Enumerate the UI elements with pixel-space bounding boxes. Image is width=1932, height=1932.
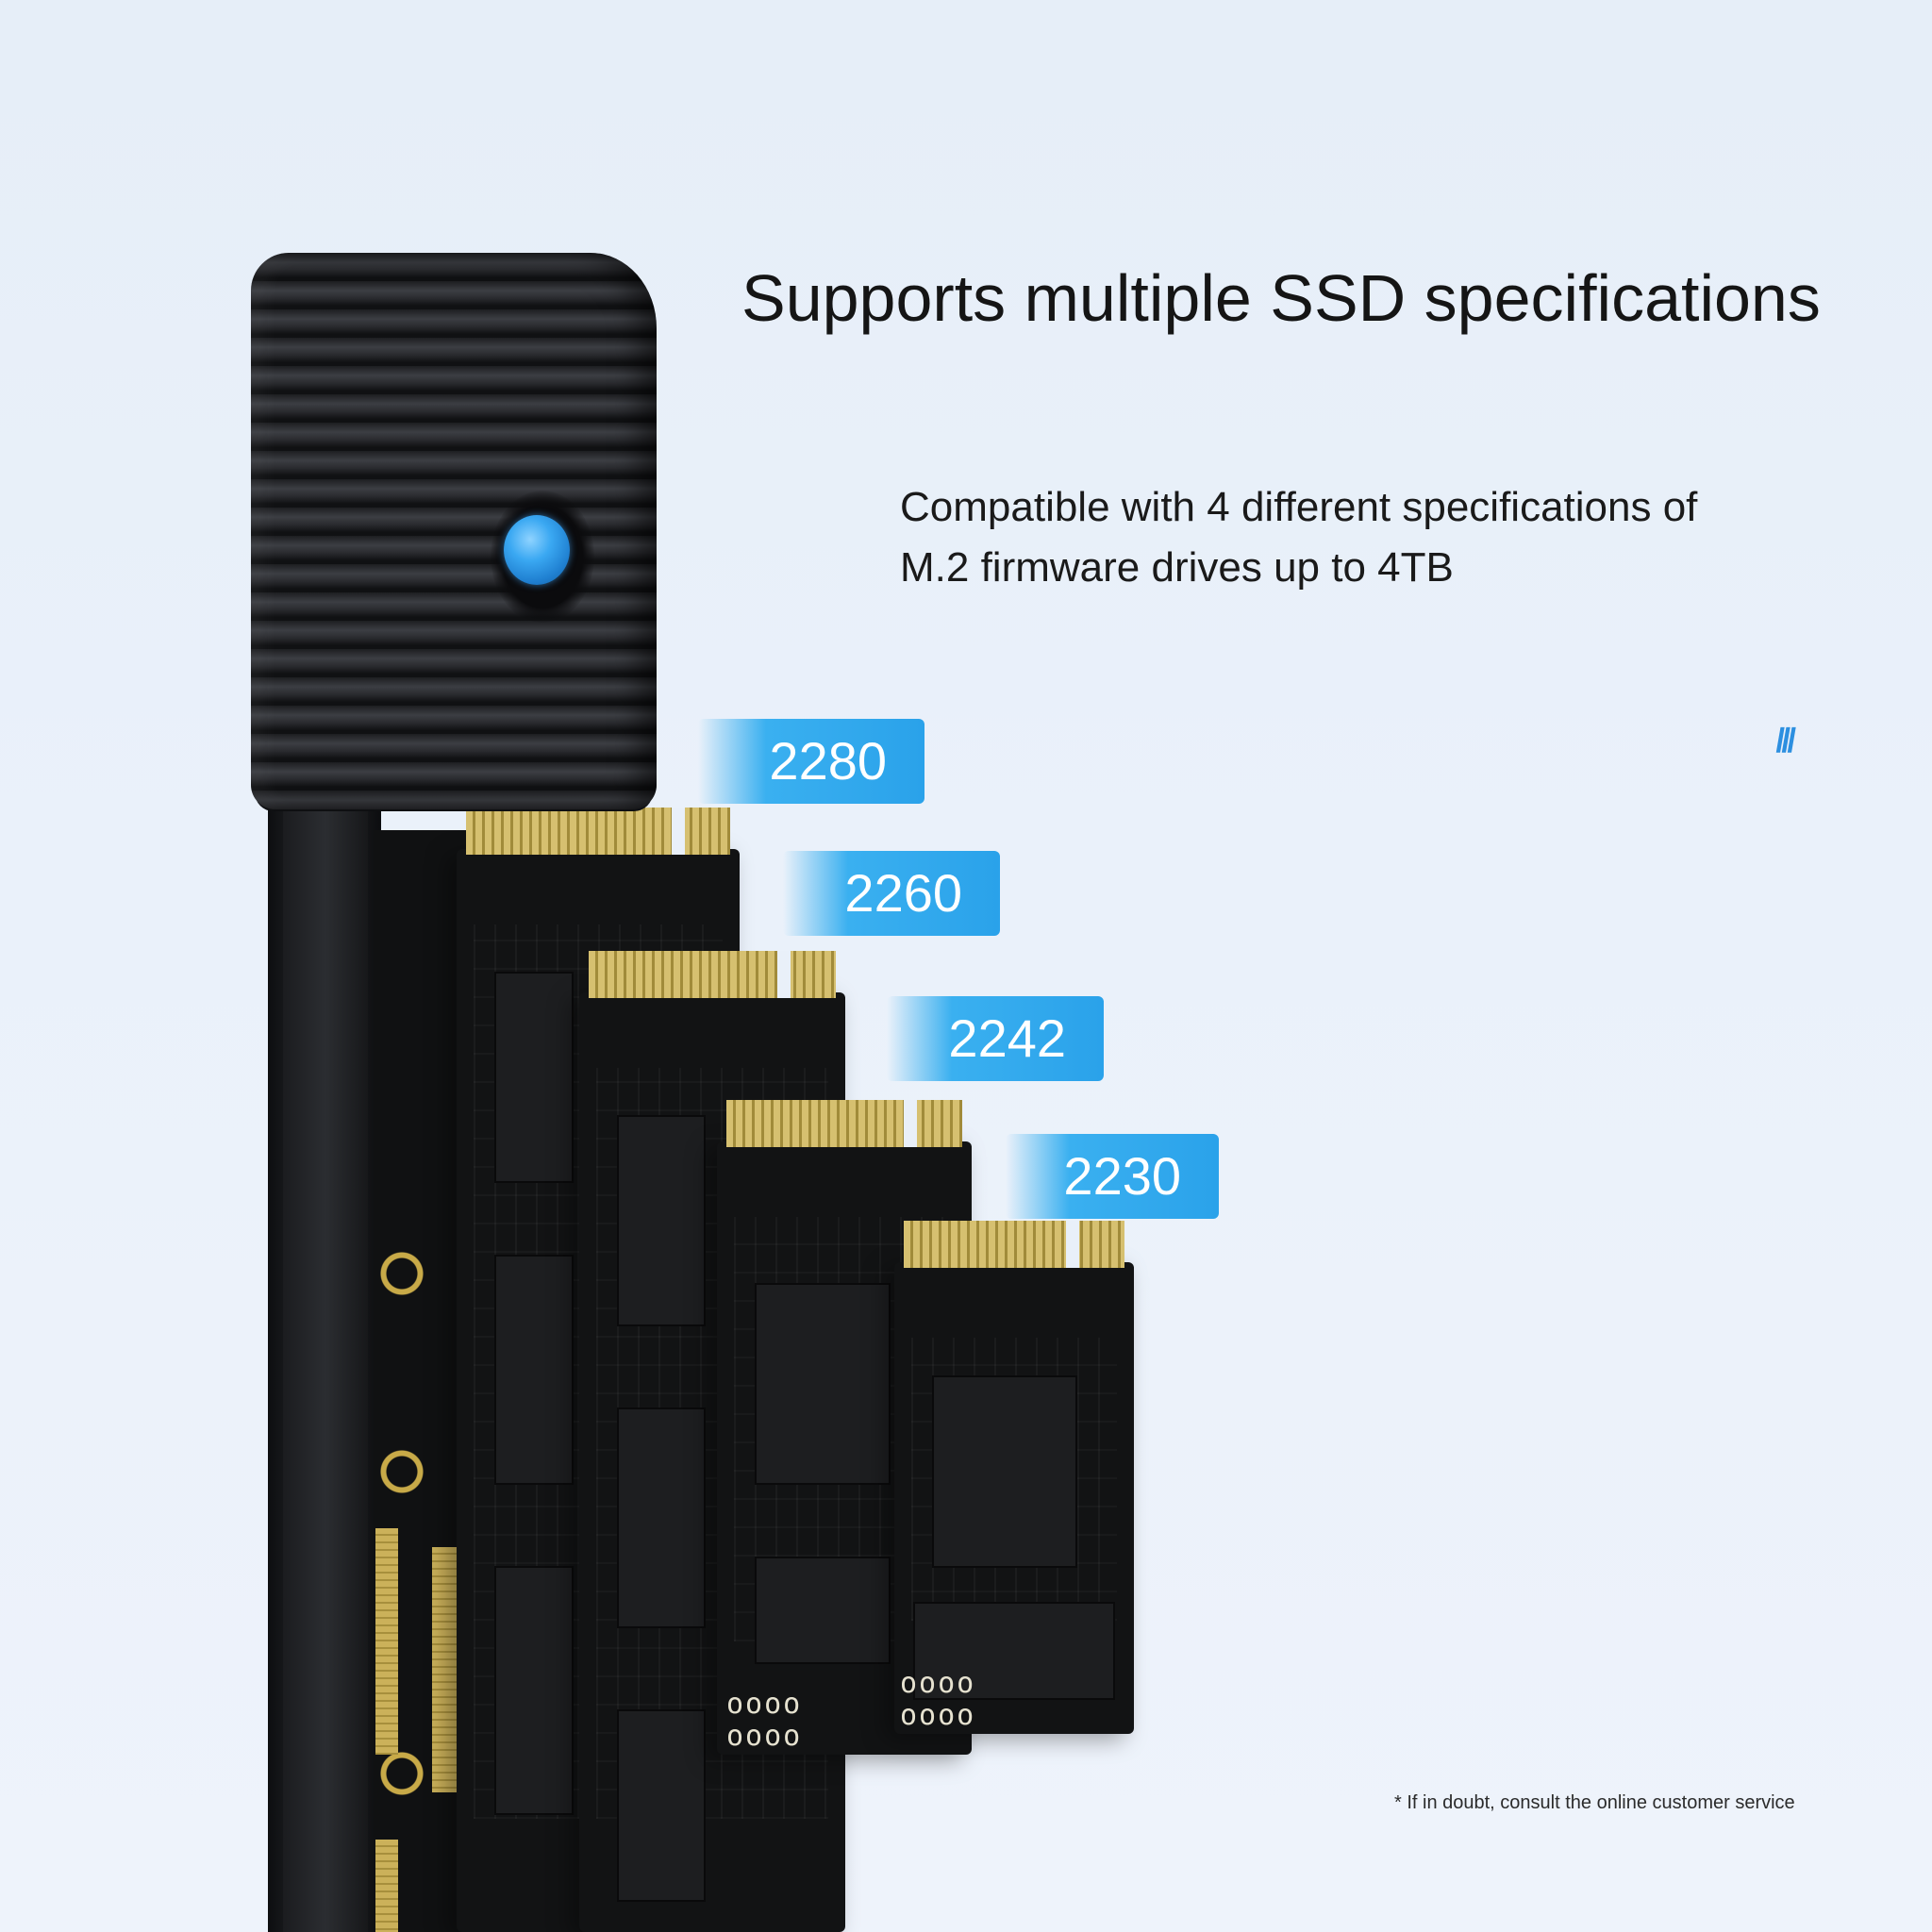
subtext-line-2: M.2 firmware drives up to 4TB (900, 544, 1454, 591)
ssd-chip (617, 1115, 706, 1326)
gold-contacts (589, 951, 836, 998)
ssd-chip (755, 1557, 891, 1664)
ssd-chip (617, 1407, 706, 1628)
gold-contacts (904, 1221, 1124, 1268)
size-badge-2280: 2280 (698, 719, 924, 804)
size-badge-2242: 2242 (887, 996, 1104, 1081)
pcb-gold-pad (375, 1840, 398, 1932)
ssd-chip (932, 1375, 1077, 1568)
led-indicator-icon (504, 515, 570, 585)
ssd-chip (494, 1566, 574, 1815)
headline: Supports multiple SSD specifications (741, 261, 1821, 335)
pcb-gold-pad (375, 1528, 398, 1755)
subtext: Compatible with 4 different specificatio… (900, 477, 1881, 598)
ssd-chip (494, 972, 574, 1183)
size-badge-2230: 2230 (1006, 1134, 1219, 1219)
enclosure-cap (251, 253, 657, 809)
ssd-chip (755, 1283, 891, 1485)
ssd-chip (494, 1255, 574, 1485)
decor-slashes-icon: \\\ (1768, 721, 1800, 759)
pcb-gold-pad (432, 1547, 458, 1792)
subtext-line-1: Compatible with 4 different specificatio… (900, 484, 1698, 530)
ssd-chip (617, 1709, 706, 1902)
enclosure-inner-wall (283, 811, 368, 1932)
ssd-chip (913, 1602, 1115, 1700)
footnote: * If in doubt, consult the online custom… (1394, 1792, 1795, 1813)
gold-contacts (726, 1100, 962, 1147)
size-badge-2260: 2260 (783, 851, 1000, 936)
gold-contacts (466, 808, 730, 855)
